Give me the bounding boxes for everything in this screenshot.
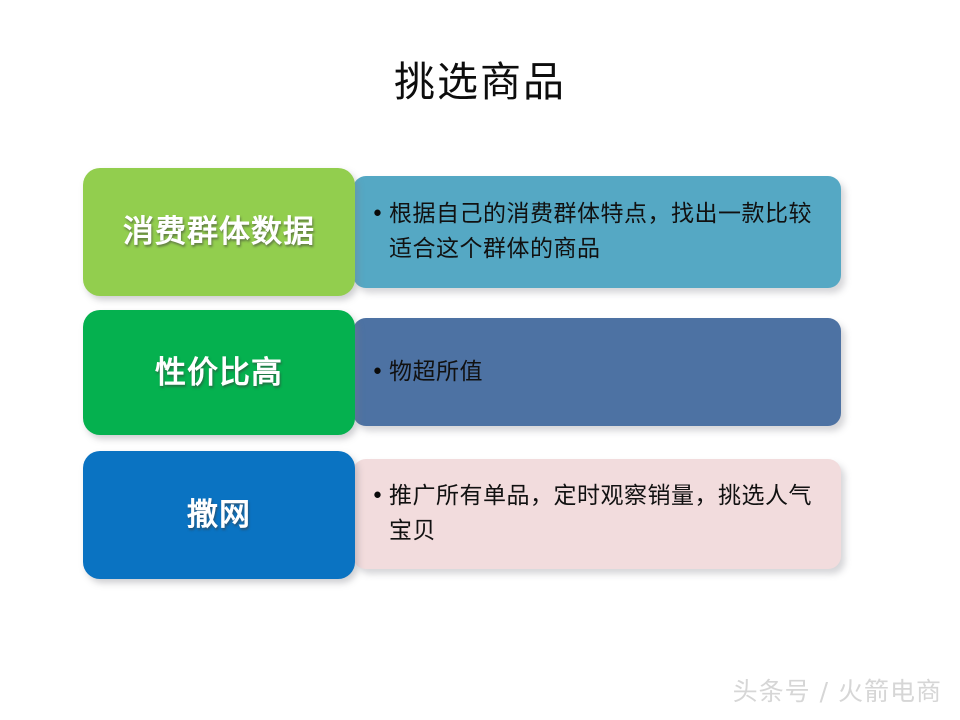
- label-box-1[interactable]: 消费群体数据: [83, 168, 355, 296]
- process-row-1: • 根据自己的消费群体特点，找出一款比较适合这个群体的商品 消费群体数据: [0, 168, 960, 300]
- page-title: 挑选商品: [394, 58, 566, 106]
- label-text-3: 撒网: [187, 497, 251, 533]
- label-text-2: 性价比高: [155, 354, 283, 391]
- bullet-icon: •: [371, 202, 384, 227]
- content-box-2[interactable]: • 物超所值: [353, 318, 841, 426]
- content-text-3: 推广所有单品，定时观察销量，挑选人气宝贝: [389, 483, 812, 544]
- process-row-3: • 推广所有单品，定时观察销量，挑选人气宝贝 撒网: [0, 451, 960, 583]
- bullet-icon: •: [371, 484, 384, 509]
- bullet-line-1: • 根据自己的消费群体特点，找出一款比较适合这个群体的商品: [371, 197, 827, 267]
- label-box-2[interactable]: 性价比高: [83, 310, 355, 435]
- bullet-icon: •: [371, 359, 384, 385]
- label-text-1: 消费群体数据: [123, 214, 315, 250]
- bullet-line-3: • 推广所有单品，定时观察销量，挑选人气宝贝: [371, 479, 827, 549]
- label-box-3[interactable]: 撒网: [83, 451, 355, 579]
- watermark: 头条号 / 火箭电商: [732, 677, 942, 706]
- content-box-3[interactable]: • 推广所有单品，定时观察销量，挑选人气宝贝: [353, 459, 841, 569]
- content-text-1: 根据自己的消费群体特点，找出一款比较适合这个群体的商品: [389, 201, 812, 262]
- bullet-line-2: • 物超所值: [371, 355, 827, 390]
- process-row-2: • 物超所值 性价比高: [0, 310, 960, 440]
- content-box-1[interactable]: • 根据自己的消费群体特点，找出一款比较适合这个群体的商品: [353, 176, 841, 288]
- content-text-2: 物超所值: [389, 358, 483, 385]
